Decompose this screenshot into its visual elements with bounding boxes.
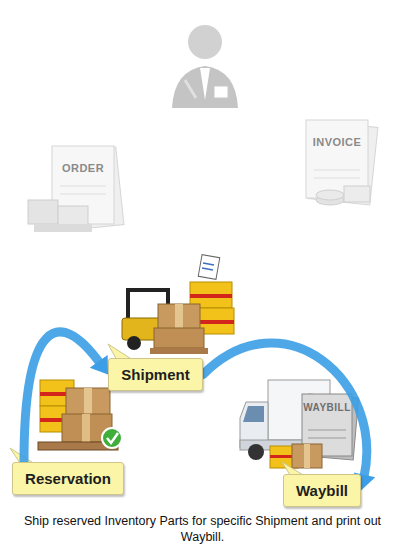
- order-document: [28, 146, 124, 232]
- truck: [240, 380, 359, 468]
- caption: Ship reserved Inventory Parts for specif…: [10, 513, 395, 545]
- forklift: [122, 255, 234, 354]
- callout-text: Waybill: [296, 482, 348, 499]
- arrow-line: [203, 343, 367, 479]
- invoice-document: [306, 120, 378, 205]
- callout-box: Waybill: [283, 474, 361, 507]
- arrow-head: [90, 355, 108, 374]
- document-label: WAYBILL: [303, 402, 351, 413]
- callout-text: Shipment: [121, 366, 190, 383]
- flow-arrow: [24, 332, 108, 462]
- flow-arrow: [203, 343, 375, 491]
- callout-text: Reservation: [25, 470, 111, 487]
- person-icon: [172, 25, 238, 108]
- document-label: ORDER: [62, 162, 104, 174]
- callout-box: Shipment: [108, 358, 203, 391]
- arrow-line: [24, 332, 101, 462]
- callout-box: Reservation: [12, 462, 124, 495]
- document-label: INVOICE: [313, 136, 362, 148]
